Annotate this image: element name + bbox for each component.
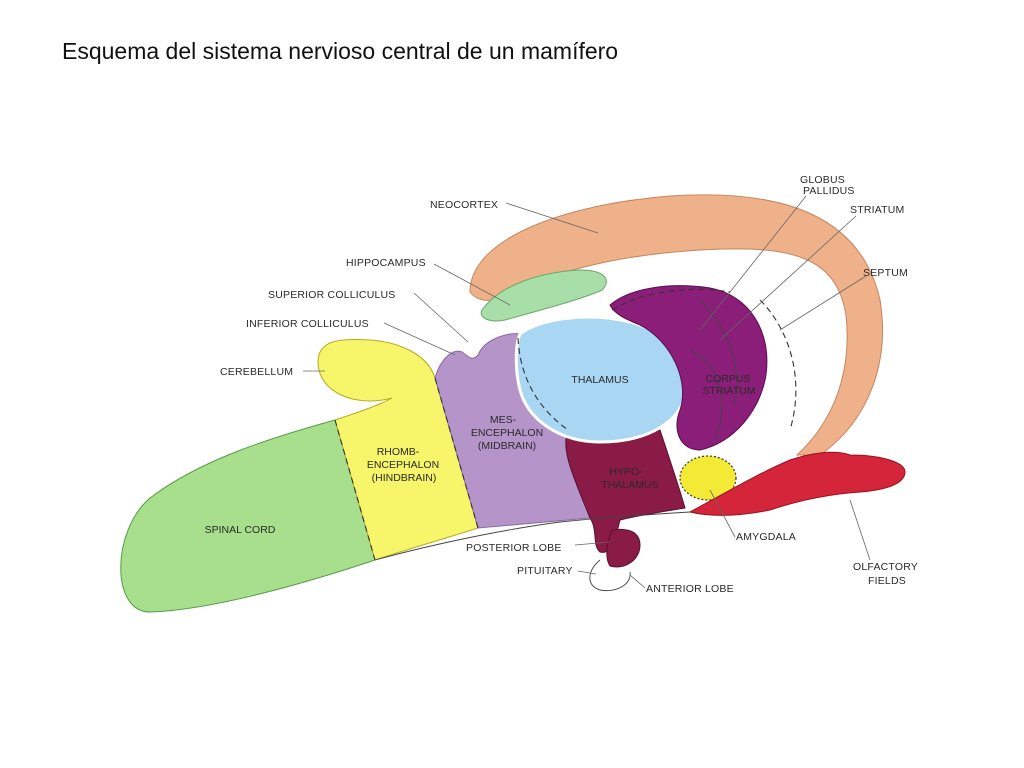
spinal-cord-region (120, 419, 376, 613)
label-rhombencephalon: RHOMB- (377, 446, 420, 458)
label-posterior-lobe: POSTERIOR LOBE (466, 542, 562, 554)
page-title: Esquema del sistema nervioso central de … (62, 38, 619, 64)
label-striatum: STRIATUM (850, 204, 905, 216)
label-mesencephalon: MES- (490, 414, 517, 426)
label-anterior-lobe: ANTERIOR LOBE (646, 583, 734, 595)
label-mesencephalon-3: (MIDBRAIN) (478, 440, 536, 452)
corpus-striatum-region (609, 285, 768, 451)
label-neocortex: NEOCORTEX (430, 199, 498, 211)
label-amygdala: AMYGDALA (736, 531, 796, 543)
hippocampus-region (480, 269, 607, 322)
hypothalamus-region (565, 429, 686, 553)
label-olfactory-fields: OLFACTORY (853, 561, 918, 573)
label-hippocampus: HIPPOCAMPUS (346, 257, 426, 269)
thalamus-region (514, 315, 688, 444)
label-hypothalamus-2: THALAMUS (601, 479, 658, 491)
label-spinal-cord: SPINAL CORD (205, 524, 276, 536)
label-rhombencephalon-3: (HINDBRAIN) (372, 472, 437, 484)
pituitary-region (606, 528, 641, 568)
label-olfactory-fields-2: FIELDS (868, 575, 906, 587)
label-globus-pallidus-2: PALLIDUS (803, 185, 855, 197)
label-cerebellum: CEREBELLUM (220, 366, 293, 378)
label-mesencephalon-2: ENCEPHALON (471, 427, 543, 439)
label-hypothalamus: HYPO- (609, 466, 643, 478)
amygdala-region (679, 455, 737, 501)
label-pituitary: PITUITARY (517, 565, 573, 577)
neocortex-region (469, 194, 883, 456)
label-rhombencephalon-2: ENCEPHALON (367, 459, 439, 471)
rhombencephalon-region (317, 338, 479, 561)
olfactory-fields-region (688, 451, 906, 516)
label-superior-colliculus: SUPERIOR COLLICULUS (268, 289, 396, 301)
label-corpus-striatum-2: STRIATUM (703, 385, 756, 397)
label-septum: SEPTUM (863, 267, 908, 279)
label-thalamus: THALAMUS (571, 374, 628, 386)
label-globus-pallidus: GLOBUS (800, 174, 845, 186)
label-corpus-striatum: CORPUS (706, 373, 751, 385)
label-inferior-colliculus: INFERIOR COLLICULUS (246, 318, 369, 330)
